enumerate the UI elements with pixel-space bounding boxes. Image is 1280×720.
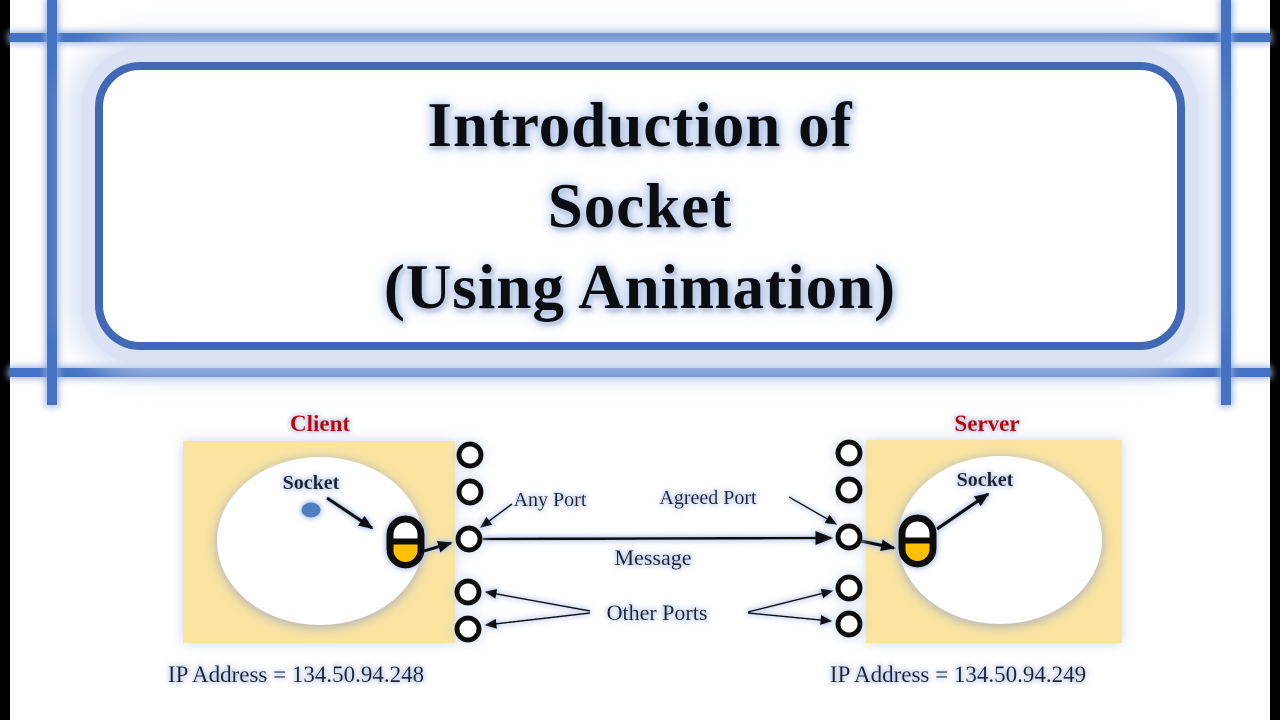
server-socket-ellipse [898, 456, 1102, 624]
frame-line-bottom [10, 368, 1270, 377]
client-label: Client [290, 411, 350, 436]
server-port-4 [835, 574, 863, 602]
left-black-strip [0, 0, 10, 720]
other-ports-arrow-left-upper [484, 588, 591, 612]
frame-line-top [10, 33, 1270, 42]
frame-line-right [1221, 0, 1231, 405]
server-port-1 [835, 439, 863, 467]
message-label: Message [615, 545, 692, 570]
title-line-1: Introduction of [427, 89, 853, 160]
client-port-5 [454, 615, 482, 643]
client-socket-arrow [326, 496, 374, 530]
right-black-strip [1270, 0, 1280, 720]
message-arrow [482, 531, 834, 546]
frame-line-left [47, 0, 57, 405]
server-ip-label: IP Address = 134.50.94.249 [830, 662, 1086, 687]
server-port-to-socket-arrow [860, 539, 896, 552]
client-socket-label: Socket [283, 472, 340, 494]
client-socket-ellipse [217, 457, 423, 625]
client-port-4 [454, 578, 482, 606]
client-ip-label: IP Address = 134.50.94.248 [168, 662, 424, 687]
server-socket-arrow [936, 492, 990, 531]
title-line-3: (Using Animation) [383, 251, 897, 322]
server-label: Server [954, 411, 1019, 436]
client-port-any [455, 525, 483, 553]
any-port-label: Any Port [514, 489, 587, 511]
agreed-port-arrow [788, 496, 838, 525]
server-port-2 [835, 476, 863, 504]
client-socket-dot [301, 502, 321, 518]
any-port-arrow [479, 503, 513, 528]
server-port-agreed [835, 523, 863, 551]
other-ports-arrow-right-upper [747, 588, 834, 613]
server-socket-icon [898, 514, 937, 568]
server-port-5 [835, 610, 863, 638]
title-box: Introduction of Socket (Using Animation) [95, 62, 1185, 350]
socket-diagram: Client Server Socket Socket [168, 411, 1122, 687]
other-ports-label: Other Ports [607, 600, 708, 625]
client-port-1 [456, 441, 484, 469]
other-ports-arrow-left-lower [484, 612, 591, 629]
server-socket-label: Socket [957, 469, 1014, 491]
other-ports-arrow-right-lower [747, 612, 833, 625]
client-socket-to-port-arrow [423, 540, 453, 553]
agreed-port-label: Agreed Port [659, 487, 757, 509]
client-socket-icon [386, 515, 425, 569]
title-line-2: Socket [547, 170, 733, 241]
client-port-2 [456, 478, 484, 506]
